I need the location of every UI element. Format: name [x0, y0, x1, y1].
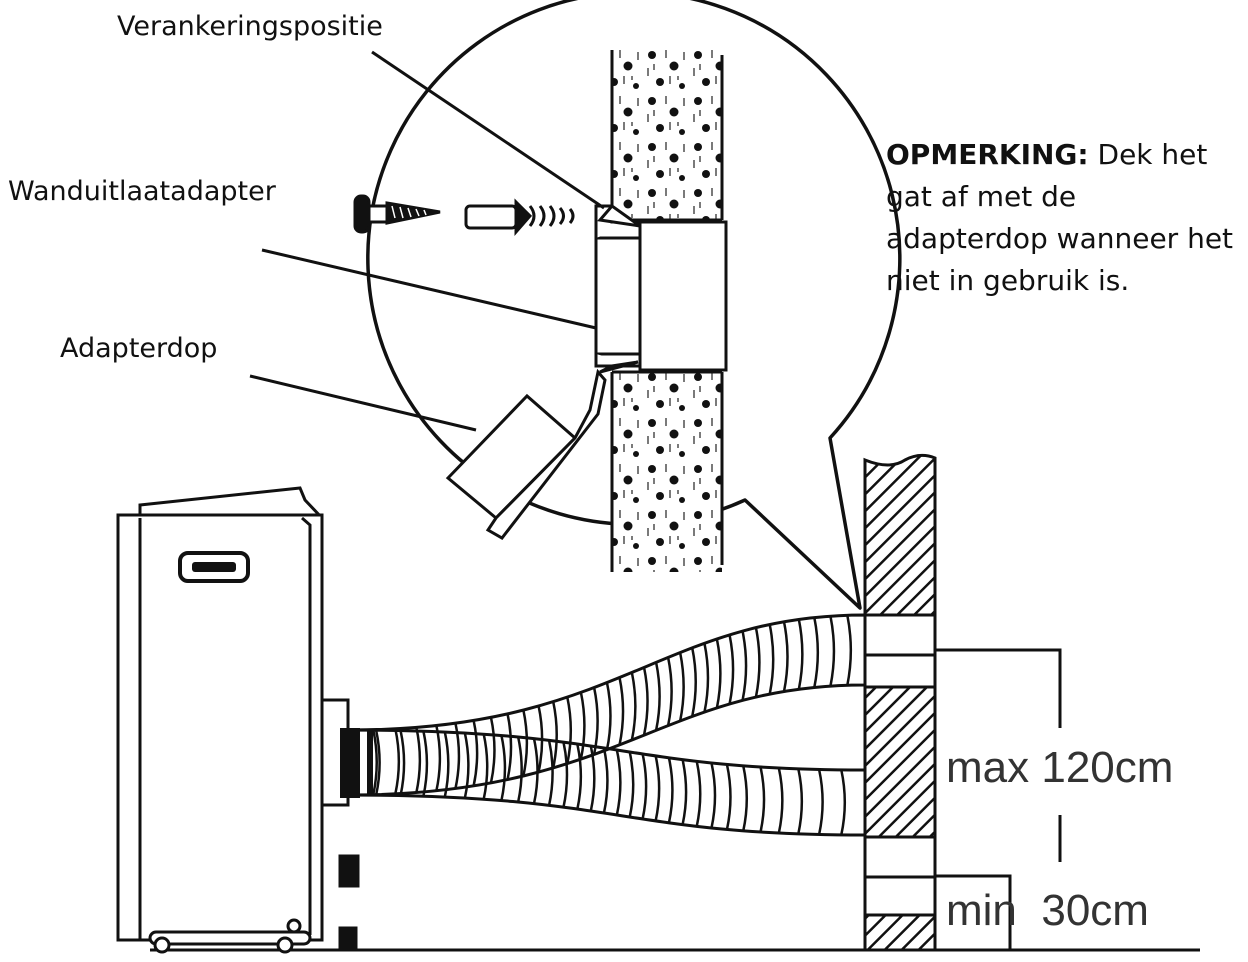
hose-rib: [615, 749, 622, 816]
hose-rib: [641, 753, 648, 820]
hose-rib: [562, 741, 569, 808]
hose-rib: [506, 713, 513, 780]
hose-rib: [454, 723, 461, 789]
hose-rib: [741, 630, 748, 701]
hose-rib: [374, 729, 381, 796]
hose-rib: [782, 621, 789, 692]
hose-rib: [759, 766, 766, 833]
adapter-cap-label: Adapterdop: [60, 333, 217, 364]
hose-rib: [394, 728, 401, 795]
hose-rib: [372, 729, 378, 795]
hose-rib: [576, 743, 583, 810]
hose-rib: [399, 730, 406, 796]
hose-rib: [691, 647, 697, 717]
adapter-leader-line: [261, 248, 597, 330]
wall-plug: [464, 198, 575, 236]
hose-rib: [642, 667, 649, 736]
note-heading: OPMERKING:: [886, 138, 1089, 171]
hose-rib: [500, 735, 507, 801]
screw: [353, 194, 441, 234]
hose-rib: [728, 634, 735, 705]
hose-rib: [522, 709, 529, 777]
hose-rib: [768, 624, 775, 695]
hose-rib: [482, 733, 489, 800]
wall-section-detail: [610, 50, 724, 572]
hose-rib: [667, 757, 674, 824]
hose-rib: [678, 652, 685, 722]
hose-rib: [422, 730, 429, 797]
hose-rib: [443, 731, 450, 798]
air-conditioner-unit: [116, 486, 360, 954]
min-height-label: min 30cm: [946, 886, 1149, 935]
hose-rib: [566, 696, 573, 764]
cap-leader-line: [249, 374, 477, 432]
hose-rib: [547, 740, 554, 806]
hose-rib: [551, 701, 558, 769]
hose-rib: [605, 682, 612, 750]
hose-rib: [742, 765, 748, 832]
hose-rib: [695, 761, 702, 827]
hose-rib: [472, 720, 479, 787]
hose-rib: [415, 727, 422, 793]
hose-rib: [681, 759, 688, 825]
max-height-label: max 120cm: [946, 743, 1173, 792]
hose-rib: [579, 692, 586, 760]
hose-rib: [532, 738, 539, 804]
hose-rib: [628, 751, 635, 818]
hose-rib: [715, 638, 722, 709]
hose-rib: [725, 764, 732, 830]
exhaust-hose-upper: [348, 613, 867, 797]
hose-rib: [654, 662, 661, 731]
hose-connector: [340, 728, 360, 798]
hose-rib: [703, 643, 710, 713]
note-body: Dek het gat af met de adapterdop wanneer…: [886, 138, 1234, 297]
hose-rib: [840, 769, 847, 836]
hose-rib: [666, 657, 673, 726]
hose-rib: [846, 615, 853, 686]
wall: [863, 453, 937, 952]
hose-rib: [754, 627, 761, 698]
hose-rib: [654, 755, 661, 822]
dimension-lines: [935, 648, 1062, 950]
exhaust-hose-lower: [348, 728, 867, 837]
hose-rib: [602, 747, 609, 814]
hose-rib: [710, 762, 717, 829]
hose-rib: [516, 736, 523, 803]
adapter-cap: [445, 368, 607, 540]
anchor-leader-line: [371, 50, 605, 210]
hose-rib: [797, 768, 804, 835]
hose-rib: [777, 767, 784, 834]
hose-rib: [829, 615, 836, 687]
hose-rib: [797, 619, 804, 690]
hose-rib: [589, 745, 596, 812]
hose-rib: [630, 672, 637, 741]
anchor-position-label: Verankeringspositie: [117, 11, 383, 42]
wall-adapter-label: Wanduitlaatadapter: [8, 176, 277, 207]
hose-rib: [489, 717, 496, 784]
hose-rib: [813, 617, 820, 688]
hose-rib: [817, 769, 824, 835]
wall-exhaust-adapter: [594, 203, 728, 374]
note-text: OPMERKING: Dek het gat af met de adapter…: [886, 134, 1246, 302]
hose-rib: [618, 677, 625, 746]
hose-rib: [463, 732, 470, 799]
zoom-callout: [353, 0, 902, 610]
